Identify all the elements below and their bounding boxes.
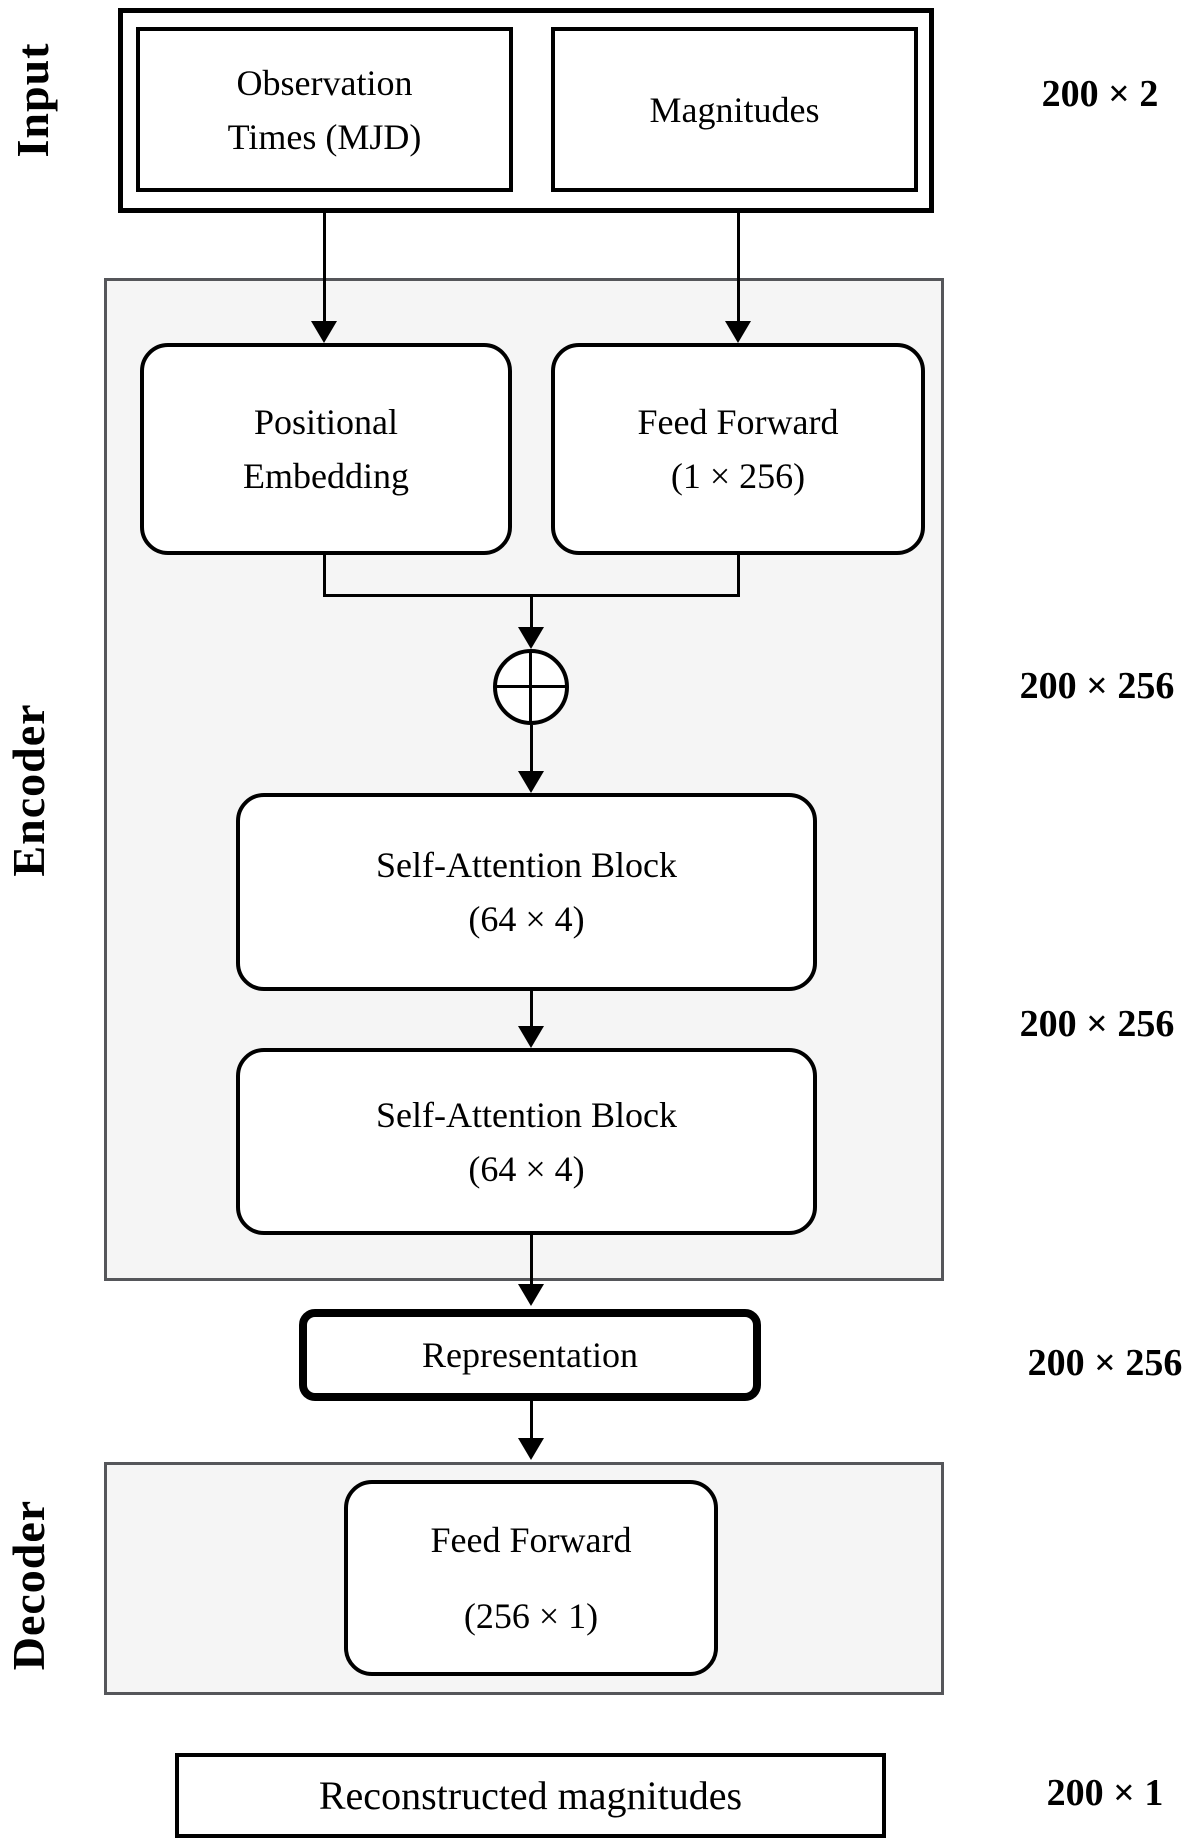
output-dim-annotation: 200 × 1: [1046, 1772, 1164, 1814]
arrow-mag-to-ff-head: [725, 321, 751, 343]
self-attention-block-1: Self-Attention Block (64 × 4): [236, 793, 817, 991]
merge-center-arrowhead: [518, 627, 544, 649]
arrow-sa1-to-sa2-head: [518, 1026, 544, 1048]
embedded-dim-annotation: 200 × 256: [1019, 665, 1175, 707]
arrow-sa2-to-rep-head: [518, 1284, 544, 1306]
arrow-obs-to-pe-line: [323, 213, 326, 321]
self-attention-2-label-line2: (64 × 4): [468, 1148, 585, 1189]
representation-node: Representation: [299, 1309, 761, 1401]
feed-forward-encoder-label-line2: (1 × 256): [670, 456, 806, 496]
positional-embedding-label-line2: Embedding: [243, 456, 409, 496]
observation-times-label-line2: Times (MJD): [227, 116, 422, 157]
feed-forward-encoder-label-line1: Feed Forward: [637, 402, 839, 442]
input-dim-annotation: 200 × 2: [1041, 73, 1159, 115]
encoder-section-label: Encoder: [2, 703, 54, 877]
arrow-rep-to-decoder-line: [530, 1401, 533, 1438]
feed-forward-encoder-node: Feed Forward (1 × 256): [551, 343, 925, 555]
arrow-obs-to-pe-head: [311, 321, 337, 343]
sa-output-dim-annotation: 200 × 256: [1019, 1003, 1175, 1045]
observation-times-node: Observation Times (MJD): [136, 27, 513, 192]
observation-times-label-line1: Observation: [236, 62, 413, 103]
magnitudes-node: Magnitudes: [551, 27, 918, 192]
feed-forward-decoder-label-line2: (256 × 1): [463, 1596, 599, 1636]
merge-left-line: [323, 555, 326, 597]
arrow-sa2-to-rep-line: [530, 1235, 533, 1284]
input-section-label: Input: [6, 42, 58, 158]
self-attention-block-2: Self-Attention Block (64 × 4): [236, 1048, 817, 1235]
merge-center-line: [530, 594, 533, 627]
merge-right-line: [737, 555, 740, 597]
reconstructed-magnitudes-label: Reconstructed magnitudes: [318, 1772, 743, 1818]
circled-plus-icon: [493, 649, 569, 725]
self-attention-1-label-line1: Self-Attention Block: [376, 845, 677, 885]
feed-forward-decoder-node: Feed Forward (256 × 1): [344, 1480, 718, 1676]
representation-label: Representation: [422, 1335, 638, 1375]
reconstructed-magnitudes-node: Reconstructed magnitudes: [175, 1753, 886, 1838]
arrow-plus-to-sa1-line: [530, 725, 533, 771]
feed-forward-decoder-label-line1: Feed Forward: [430, 1520, 632, 1560]
arrow-plus-to-sa1-head: [518, 771, 544, 793]
arrow-mag-to-ff-line: [737, 213, 740, 321]
arrow-rep-to-decoder-head: [518, 1438, 544, 1460]
representation-dim-annotation: 200 × 256: [1027, 1342, 1183, 1384]
arrow-sa1-to-sa2-line: [530, 991, 533, 1026]
positional-embedding-label-line1: Positional: [253, 402, 399, 442]
self-attention-1-label-line2: (64 × 4): [468, 899, 585, 939]
positional-embedding-node: Positional Embedding: [140, 343, 512, 555]
self-attention-2-label-line1: Self-Attention Block: [376, 1094, 677, 1135]
magnitudes-label: Magnitudes: [649, 89, 820, 130]
decoder-section-label: Decoder: [2, 1499, 54, 1671]
